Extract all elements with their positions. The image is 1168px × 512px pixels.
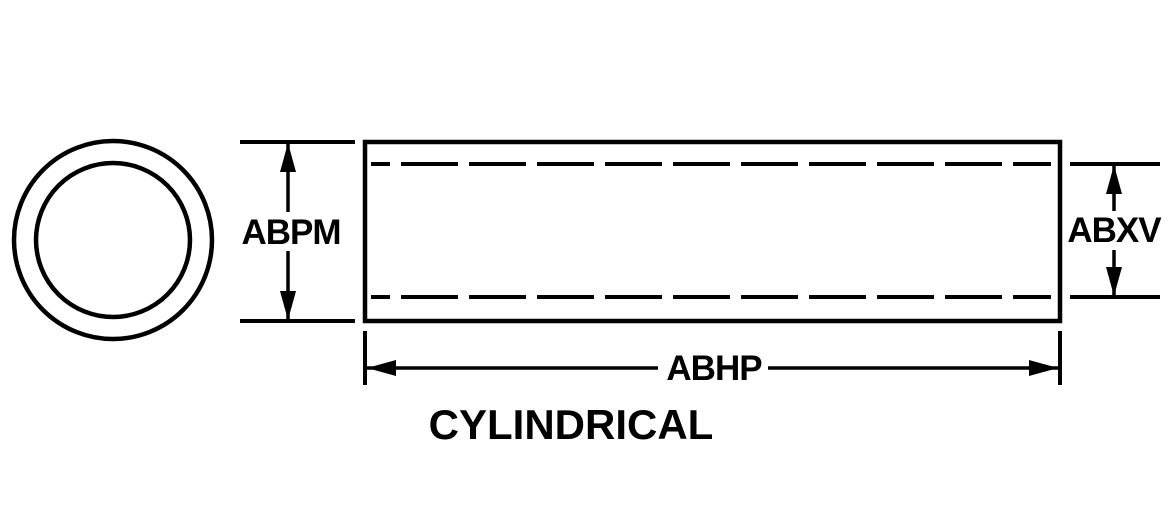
arrowhead-down-icon	[280, 291, 296, 320]
inner-diameter-circle	[33, 160, 193, 320]
length-label: ABHP	[666, 349, 762, 388]
drawing-root: ABPM ABXV ABHP	[11, 138, 1163, 448]
shape-caption: CYLINDRICAL	[429, 401, 714, 448]
cylinder-body-outline	[362, 139, 1063, 324]
side-view	[362, 139, 1063, 324]
outside-diameter-label: ABPM	[241, 213, 340, 252]
inside-diameter-label: ABXV	[1067, 211, 1162, 250]
dimension-length: ABHP	[363, 331, 1062, 388]
end-view	[11, 138, 215, 342]
arrowhead-right-icon	[1029, 360, 1058, 376]
arrowhead-down-icon	[1106, 267, 1122, 296]
dimension-outside-diameter: ABPM	[240, 140, 355, 323]
arrowhead-up-icon	[280, 143, 296, 172]
arrowhead-up-icon	[1106, 165, 1122, 194]
dimension-inside-diameter: ABXV	[1067, 162, 1163, 299]
arrowhead-left-icon	[367, 360, 396, 376]
outer-diameter-circle	[11, 138, 215, 342]
